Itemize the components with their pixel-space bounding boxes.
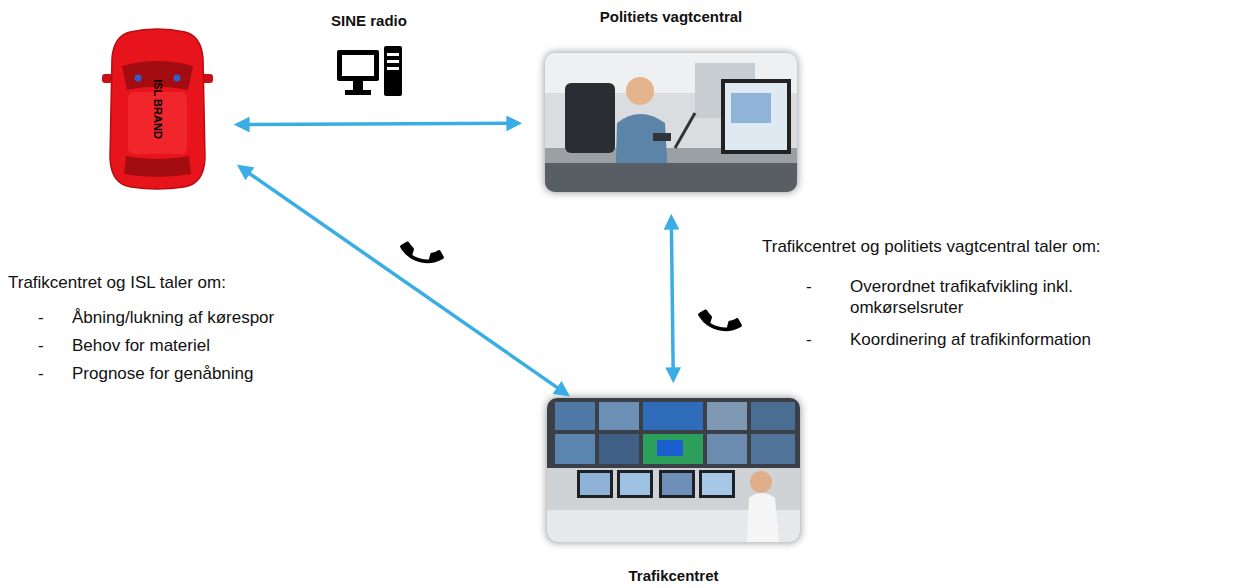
phone-icon bbox=[400, 228, 444, 276]
vehicle-node: ISL BRAND bbox=[100, 28, 215, 190]
bidirectional-arrow bbox=[237, 123, 519, 124]
bidirectional-arrow bbox=[671, 217, 673, 380]
note-text: Trafikcentret og ISL taler om: bbox=[8, 272, 226, 293]
phone-icon bbox=[698, 296, 742, 344]
control-room-photo bbox=[541, 49, 801, 196]
station-title: Politiets vagtcentral bbox=[594, 6, 749, 27]
bullet-dash: - bbox=[38, 307, 44, 328]
note-text: Overordnet trafikafvikling inkl. omkørse… bbox=[850, 276, 1150, 318]
vehicle-label: ISL BRAND bbox=[152, 79, 164, 139]
note-text: Trafikcentret og politiets vagtcentral t… bbox=[762, 236, 1101, 257]
note-text: Prognose for genåbning bbox=[72, 363, 253, 384]
computer-icon bbox=[336, 44, 404, 102]
station-title: Trafikcentret bbox=[622, 565, 724, 586]
note-text: Åbning/lukning af kørespor bbox=[72, 307, 274, 328]
bullet-dash: - bbox=[38, 363, 44, 384]
bullet-dash: - bbox=[806, 329, 812, 350]
bidirectional-arrow bbox=[240, 167, 568, 395]
station-node: Trafikcentret bbox=[547, 398, 800, 586]
edge-label: SINE radio bbox=[328, 12, 410, 29]
control-room-photo bbox=[543, 394, 804, 546]
station-node: Politiets vagtcentral bbox=[545, 6, 797, 192]
note-text: Behov for materiel bbox=[72, 335, 210, 356]
note-text: Koordinering af trafikinformation bbox=[850, 329, 1091, 350]
bullet-dash: - bbox=[38, 335, 44, 356]
bullet-dash: - bbox=[806, 276, 812, 297]
